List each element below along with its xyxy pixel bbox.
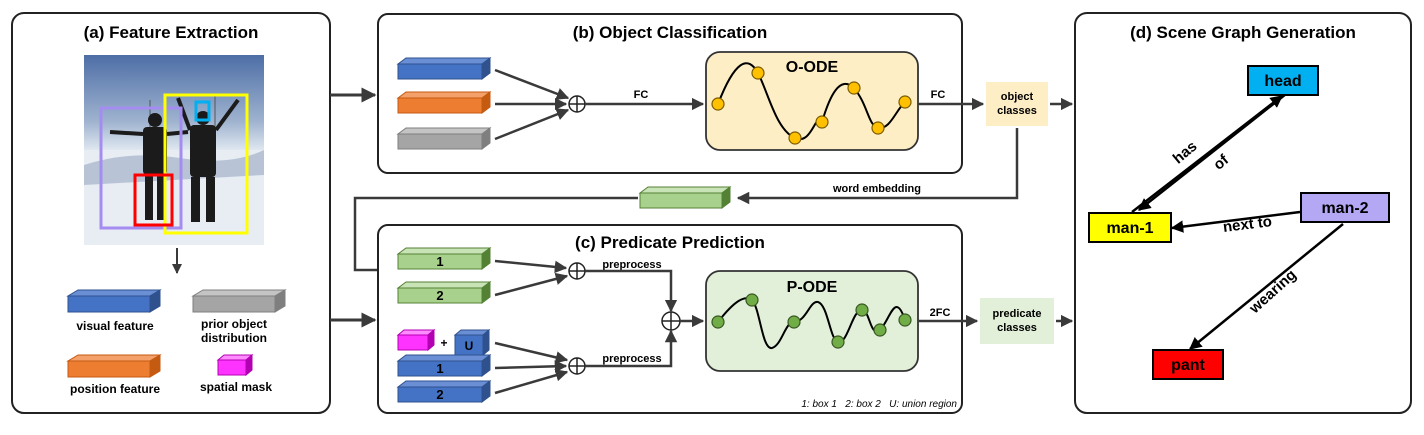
panel-a-title: (a) Feature Extraction [84,23,259,42]
person-left [109,113,189,220]
fc-in-label: FC [634,89,649,101]
o-ode-block: O-ODE [705,51,919,151]
p-ode-block: P-ODE [705,270,919,372]
panel-scene-graph: (d) Scene Graph Generation has of next t… [1074,12,1412,414]
fc2-label: 2FC [930,307,951,319]
svg-text:2: 2 [436,288,443,303]
legend: visual feature prior object distribution… [66,289,287,396]
legend-visual-feature: visual feature [66,289,162,333]
box-pant [133,173,174,227]
svg-text:spatial mask: spatial mask [200,380,272,394]
concat-symbol-c-merge [661,311,681,331]
concat-symbol-c-bottom [568,357,586,375]
visual-box-1: 1 [396,354,492,377]
embed-box-2: 2 [396,281,492,304]
node-man-2: man-2 [1300,192,1390,223]
input-visual-feature [396,57,492,80]
edge-next-to [1170,210,1301,233]
panel-predicate-prediction: (c) Predicate Prediction 1 2 + U [377,224,963,414]
p-ode-label: P-ODE [787,279,838,296]
object-classes-box: object classes [986,82,1048,126]
concat-symbol-b [568,95,586,113]
panel-d-frame [1074,12,1412,414]
svg-text:2: 2 [436,387,443,402]
arrow-word-embedding [736,128,1019,205]
preprocess-bottom-label: preprocess [602,353,661,365]
fc-out-label: FC [931,89,946,101]
plus-sign: + [440,336,447,350]
arrow-embedding-to-c [353,196,638,277]
svg-text:position feature: position feature [70,382,160,396]
node-man-1: man-1 [1088,212,1172,243]
footnote: 1: box 1 2: box 2 U: union region [801,399,957,410]
svg-text:object: object [1001,91,1034,103]
union-box: U [453,328,491,357]
panel-b-title: (b) Object Classification [573,23,768,42]
svg-text:1: 1 [436,361,443,376]
legend-prior-distribution: prior object distribution [191,289,287,345]
box-man-2 [99,106,183,230]
svg-text:U: U [465,339,474,353]
svg-text:man-2: man-2 [1321,200,1368,217]
legend-spatial-mask: spatial mask [200,353,272,394]
panel-object-classification: (b) Object Classification FC [377,13,963,174]
svg-text:classes: classes [997,105,1037,117]
predicate-classes-box: predicate classes [980,298,1054,344]
input-prior-distribution [396,127,492,150]
embedding-feature [638,186,732,209]
preprocess-top-label: preprocess [602,259,661,271]
concat-symbol-c-top [568,262,586,280]
edge-wearing [1189,223,1344,350]
p-ode-points [711,293,912,349]
svg-text:pant: pant [1171,357,1205,374]
svg-text:head: head [1264,73,1301,90]
svg-text:man-1: man-1 [1106,220,1153,237]
svg-text:prior object: prior object [201,317,267,331]
svg-text:visual feature: visual feature [76,319,154,333]
o-ode-label: O-ODE [786,59,839,76]
word-embedding-label: word embedding [832,183,921,195]
node-pant: pant [1152,349,1224,380]
edge-of [1131,95,1283,213]
label-next-to: next to [1222,213,1273,236]
panel-feature-extraction: (a) Feature Extraction [11,12,331,414]
node-head: head [1247,65,1319,96]
embed-box-1: 1 [396,247,492,270]
box-head [194,100,211,122]
panel-d-title: (d) Scene Graph Generation [1130,23,1356,42]
panel-c-title: (c) Predicate Prediction [575,233,765,252]
svg-text:1: 1 [436,254,443,269]
svg-text:predicate: predicate [993,308,1042,320]
visual-box-2: 2 [396,380,492,403]
box-man-1 [163,93,249,235]
o-ode-points [711,66,912,145]
svg-text:distribution: distribution [201,331,267,345]
input-position-feature [396,91,492,114]
input-photo [84,55,264,245]
legend-position-feature: position feature [66,354,162,396]
spatial-mask-box [396,328,436,352]
svg-text:classes: classes [997,322,1037,334]
